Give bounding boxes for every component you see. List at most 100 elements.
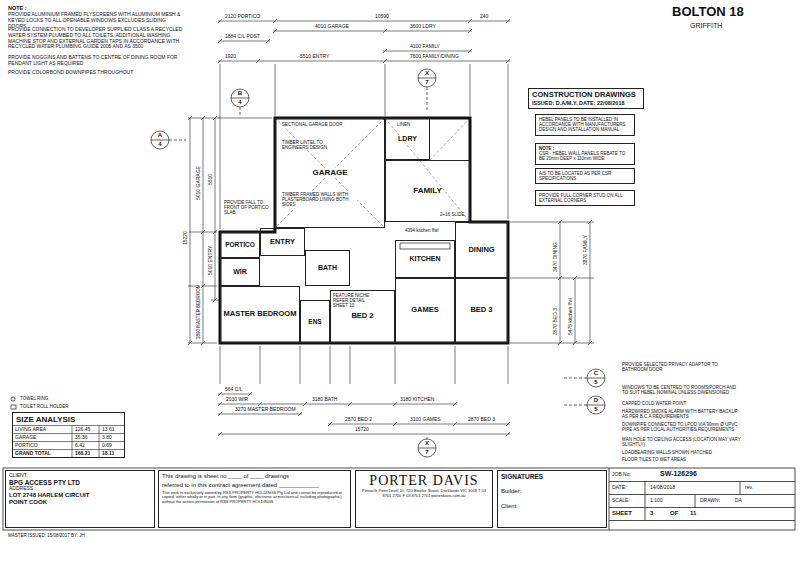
table-cell: 126.45 (75, 427, 90, 433)
contract-box: This drawing is sheet no ____ of ____ dr… (158, 470, 351, 528)
title-block-field: SHEET (612, 510, 632, 517)
note-box: A/S TO BE LOCATED AS PER CSR SPECIFICATI… (535, 168, 635, 184)
dimension-text: 2870 BED 2 (345, 417, 372, 423)
box-text: POINT COOK (9, 499, 47, 506)
box-text: PROVIDE FULL CORNER STUD ON ALL EXTERNAL… (539, 193, 631, 203)
title-block-field: OF (670, 510, 678, 517)
dimension-line (218, 394, 510, 434)
room-name: LDRY (398, 135, 417, 143)
box-text: SIZE ANALYSIS (16, 415, 75, 424)
dimension-text: 2120 PORTICO (225, 14, 260, 20)
room-name: GARAGE (312, 168, 347, 177)
dimension-text: 3600 LDRY (410, 24, 436, 30)
room-area: BATH (305, 250, 350, 286)
section-marker-text: 7 (422, 79, 432, 86)
title-block-field: 1:100 (650, 498, 663, 504)
box-text: Pinnacle Point Level 10, 720 Bourke Stre… (359, 489, 489, 498)
dimension-text: 5510 ENTRY (300, 54, 329, 60)
towel-ring-symbol (11, 397, 15, 401)
title-block-field: 3 (650, 510, 653, 517)
external-wall (220, 118, 508, 343)
dimension-tick (218, 19, 510, 63)
section-marker-text: 5 (591, 379, 601, 386)
box-text: LOT 2748 HARLEM CIRCUIT (9, 492, 89, 499)
section-markers (151, 69, 605, 457)
dimension-text: 3270 MASTER BEDROOM (235, 407, 296, 413)
note-box: NOTE :CSR - HEBEL WALL PANELS REBATE TO … (535, 143, 635, 165)
note-text: SECTIONAL GARAGE DOOR (282, 122, 343, 127)
client-box: CLIENT:BPG ACCESS PTY LTDADDRESS :LOT 27… (5, 470, 155, 528)
dimension-text: 1884 C/L POST (225, 34, 260, 40)
box-text: Client: (501, 503, 518, 510)
title-block-field: DATE: (612, 485, 626, 491)
title-block-field: SCALE: (612, 498, 630, 504)
note-text: PROVIDE NOGGINS AND BATTENS TO CENTRE OF… (8, 55, 183, 67)
dimension-text: 5510 (208, 174, 214, 185)
box-text: A/S TO BE LOCATED AS PER CSR SPECIFICATI… (539, 171, 631, 181)
room-area: GARAGE (275, 118, 385, 228)
table-cell: 13.61 (102, 427, 115, 433)
note-text: TIMBER LINTEL TO ENGINEERS DESIGN (282, 140, 342, 150)
note-text: MAN HOLE TO CEILING ACCESS (LOCATION MAY… (622, 437, 742, 447)
note-text: HARDWIRED SMOKE ALARM WITH BATTERY BACKU… (622, 409, 742, 419)
note-text: 4394 kitchen ffwl (405, 228, 438, 233)
extension-line (510, 222, 594, 343)
room-name: MASTER BEDROOM (224, 310, 297, 319)
section-marker-text: B (235, 90, 245, 97)
note-text: CAPPED COLD WATER POINT (622, 401, 686, 406)
note-text: PROVIDE FALL TO FRONT OF PORTICO SLAB (224, 200, 270, 216)
table-cell: GARAGE (15, 435, 36, 441)
note-text: MASTER ISSUED: 15/08/2017 BY: JH (8, 533, 85, 538)
dimension-text: 3870 FAMILY (583, 235, 589, 265)
room-name: WIR (233, 268, 247, 276)
table-rule (12, 426, 125, 458)
dimension-text: 15220 (183, 231, 189, 245)
section-marker-text: 5 (591, 406, 601, 413)
dimension-line (560, 222, 590, 343)
room-name: GAMES (411, 306, 439, 315)
dimension-text: 2870 BED 3 (468, 417, 495, 423)
title-block-frame (3, 468, 795, 530)
box-text: CONSTRUCTION DRAWINGS (532, 91, 636, 100)
note-text: PROVIDE COLORBOND DOWNPIPES THROUGHOUT (8, 70, 133, 76)
room-area: PORTICO (220, 232, 260, 258)
toilet-roll-symbol (11, 405, 16, 409)
dimension-text: 2030 WIR (226, 397, 248, 403)
box-text: SIGNATURES (501, 473, 543, 480)
box-text: PORTER DAVIS (369, 473, 478, 489)
room-name: DINING (468, 246, 494, 255)
note-text: LINEN (397, 122, 410, 127)
title-block-rule (609, 468, 795, 530)
title-block-field: DRAWN: (700, 498, 720, 504)
section-marker-text: A (155, 132, 165, 139)
room-name: BED 2 (351, 312, 373, 321)
dimension-text: 3180 KITCHEN (400, 397, 434, 403)
box-text: This work is exclusively owned by RSS PR… (162, 491, 347, 505)
table-cell: 168.21 (75, 451, 90, 457)
extension-line (220, 346, 508, 384)
room-name: ENS (308, 318, 321, 325)
box-text: BPG ACCESS PTY LTD (9, 479, 80, 486)
dimension-text: 3100 GAMES (410, 417, 441, 423)
note-text: TOWEL RING (20, 396, 48, 401)
table-cell: 18.11 (102, 451, 114, 457)
note-box: HEBEL PANELS TO BE INSTALLED IN ACCORDAN… (535, 114, 635, 136)
dimension-text: 15720 (355, 427, 369, 433)
note-box: PROVIDE FULL CORNER STUD ON ALL EXTERNAL… (535, 190, 635, 206)
note-text: DOWNPIPE CONNECTED TO LPOD VIA 90mm Ø UP… (622, 422, 742, 432)
title-block-grid (3, 468, 795, 530)
room-name: BED 3 (470, 306, 492, 315)
dimension-text: 1920 (225, 54, 236, 60)
box-text: This drawing is sheet no ____ of ____ dr… (162, 473, 289, 480)
room-area: GAMES (395, 278, 455, 343)
table-cell: 3.80 (102, 435, 112, 441)
note-text: PROVIDE CONNECTION TO DEVELOPER SUPPLIED… (8, 27, 183, 50)
note-text: WINDOWS TO BE CENTRED TO ROOMS/PORCH AND… (622, 385, 742, 395)
box-text: CSR - HEBEL WALL PANELS REBATE TO BE 20m… (539, 151, 631, 161)
title-block-field: 11 (690, 510, 696, 517)
room-name: ENTRY (270, 238, 295, 247)
box-text: Builder: (501, 488, 521, 495)
table-cell: LIVING AREA (15, 427, 46, 433)
table-cell: 35.36 (75, 435, 88, 441)
dimension-text: 3470 DINING (553, 242, 559, 272)
